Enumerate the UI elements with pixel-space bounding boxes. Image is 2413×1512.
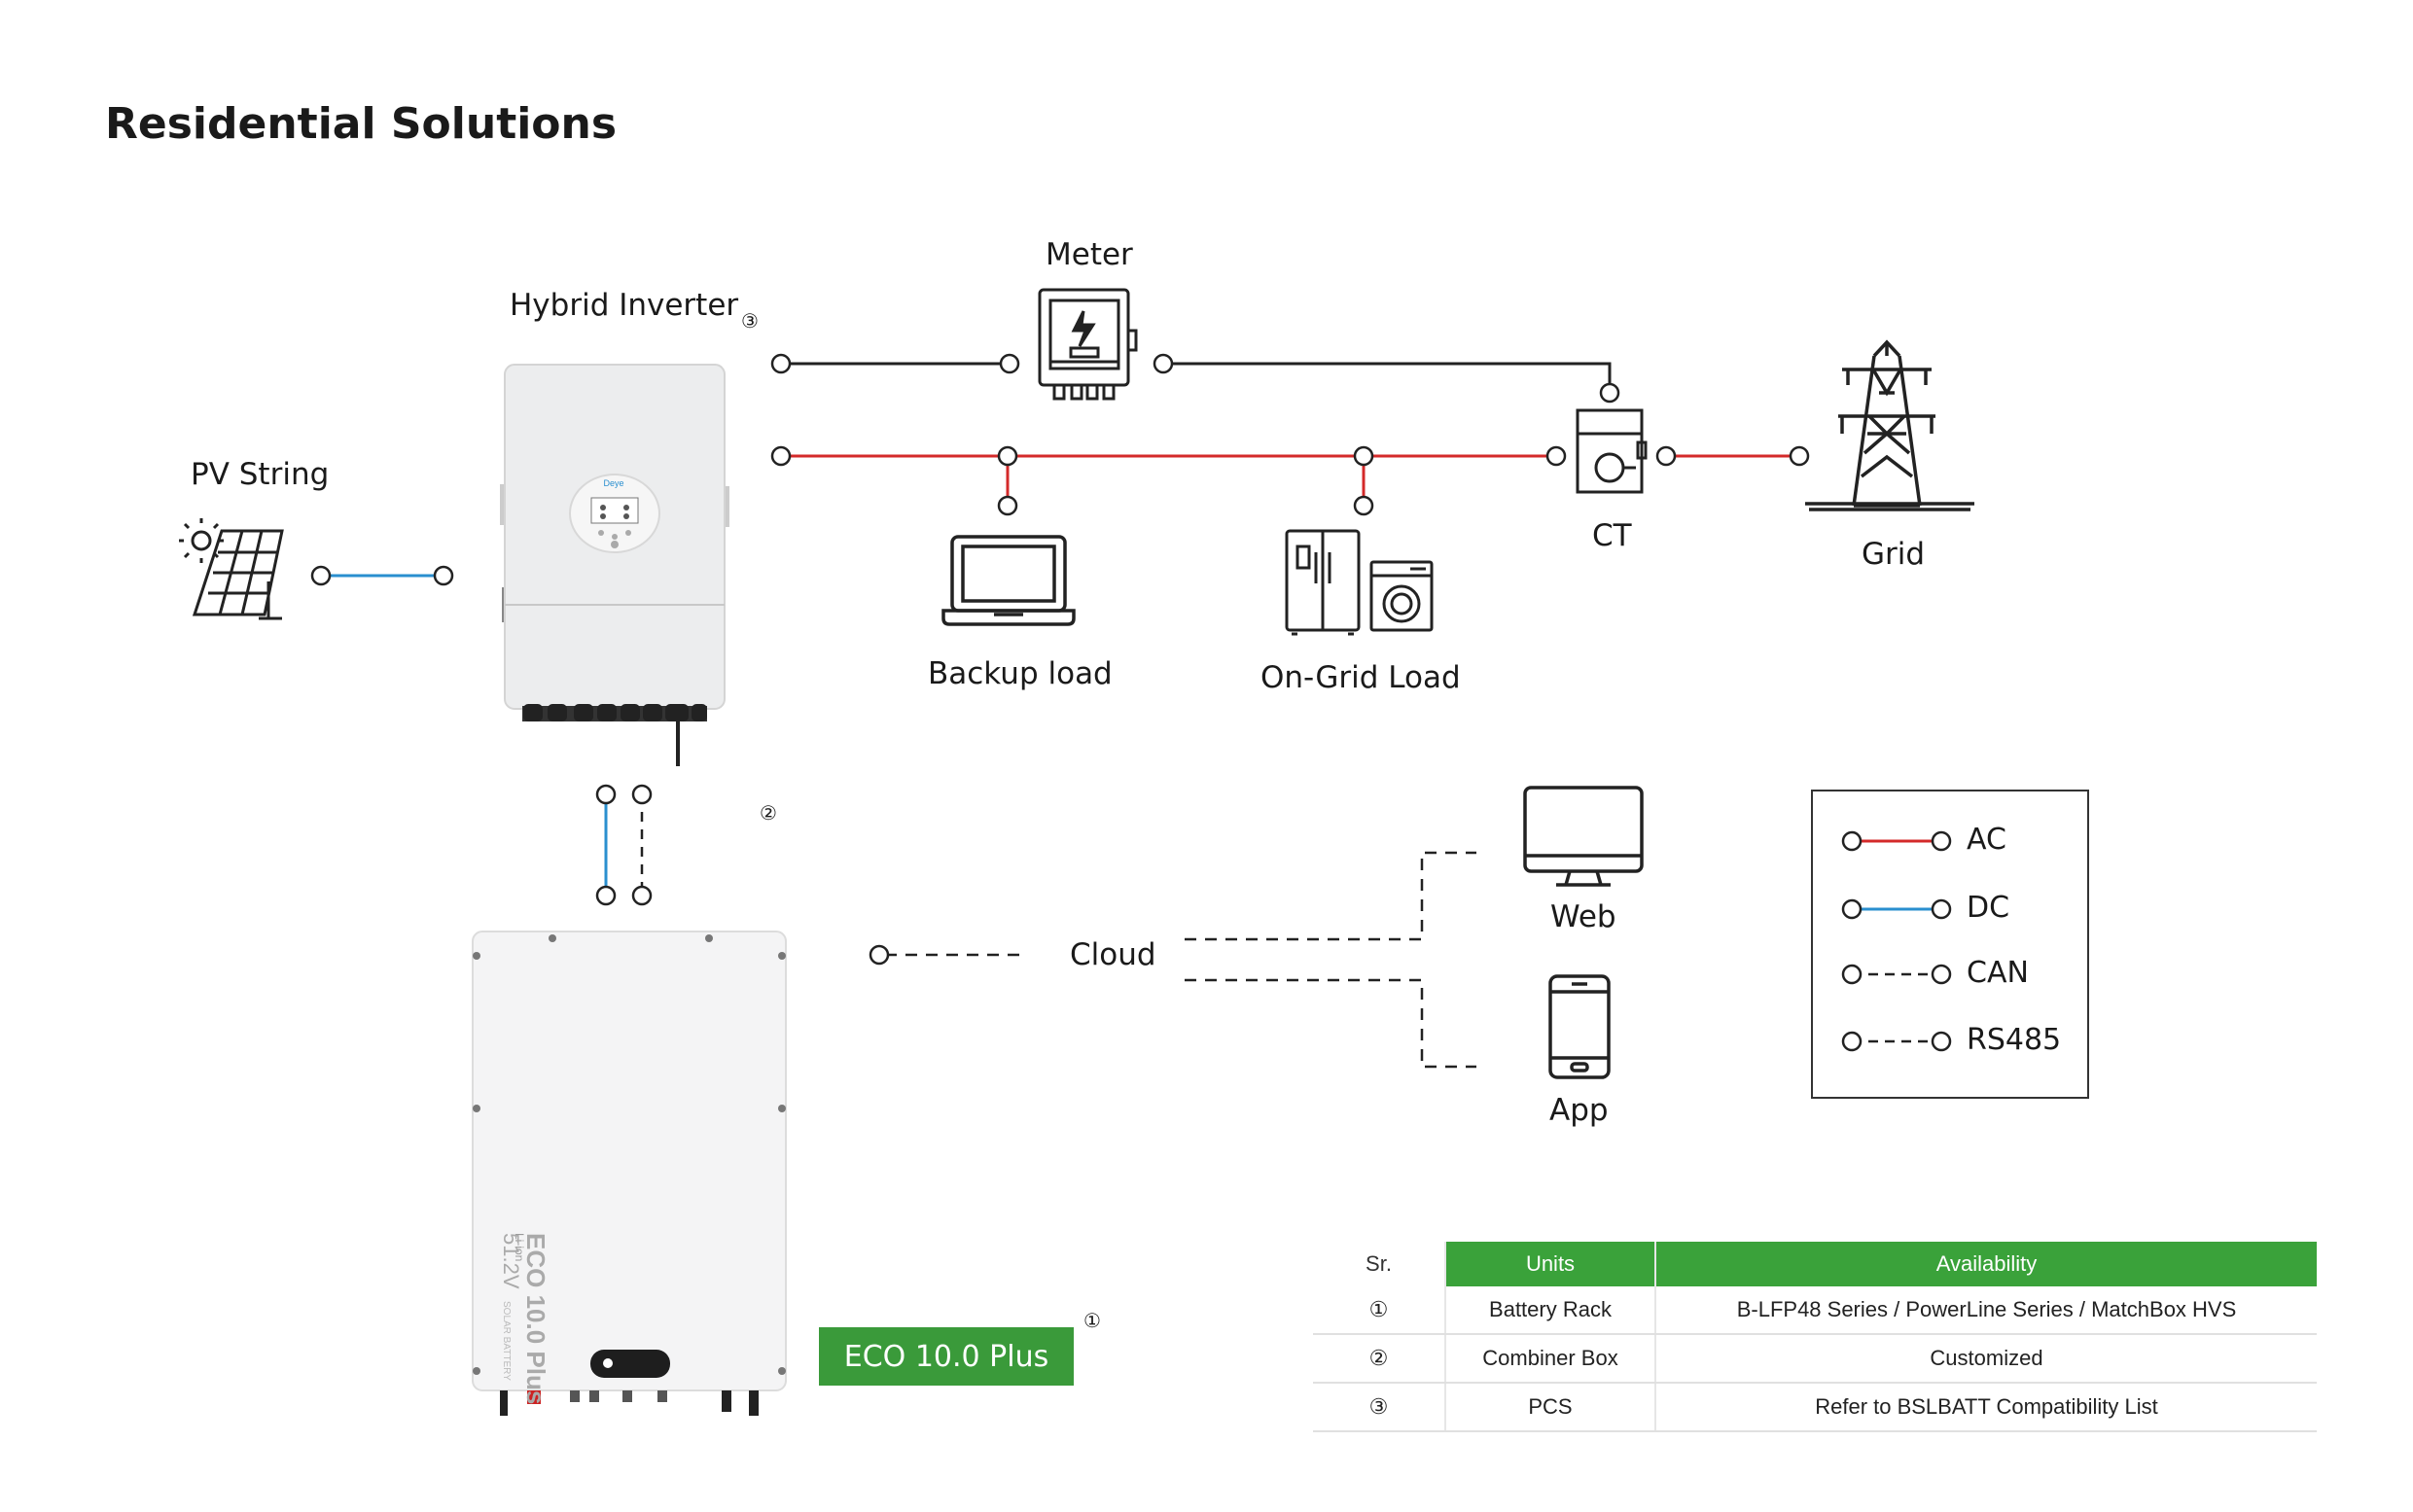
ac-line-nodes <box>770 445 1810 516</box>
legend-can-label: CAN <box>1967 956 2029 990</box>
battery-model-badge: ECO 10.0 Plus <box>819 1327 1074 1386</box>
marker-3: ③ <box>741 309 759 333</box>
ct-icon <box>1576 408 1648 494</box>
smartphone-icon <box>1548 974 1611 1079</box>
laptop-icon <box>941 535 1076 626</box>
backup-load-label: Backup load <box>928 656 1113 691</box>
header-availability: Availability <box>1655 1242 2317 1286</box>
row-availability: B-LFP48 Series / PowerLine Series / Matc… <box>1655 1286 2317 1335</box>
web-label: Web <box>1550 899 1616 934</box>
table-row: ① Battery Rack B-LFP48 Series / PowerLin… <box>1313 1286 2317 1335</box>
solar-panel-icon <box>179 518 284 620</box>
svg-text:Li-ion: Li-ion <box>513 1233 526 1261</box>
row-availability: Refer to BSLBATT Compatibility List <box>1655 1383 2317 1432</box>
hybrid-inverter-label: Hybrid Inverter <box>510 288 739 323</box>
legend-ac-line <box>1841 830 1952 852</box>
row-availability: Customized <box>1655 1334 2317 1384</box>
page-title: Residential Solutions <box>105 99 618 149</box>
legend-box <box>1811 790 2089 1099</box>
header-sr: Sr. <box>1313 1242 1446 1286</box>
legend-ac-label: AC <box>1967 823 2006 857</box>
legend-rs485-line <box>1841 1031 1952 1052</box>
battery-links <box>595 784 653 906</box>
monitor-icon <box>1523 786 1644 887</box>
meter-icon <box>1038 288 1138 401</box>
grid-label: Grid <box>1862 537 1926 572</box>
svg-text:ECO 10.0 Plus: ECO 10.0 Plus <box>521 1233 550 1404</box>
legend-rs485-label: RS485 <box>1967 1023 2062 1057</box>
row-units: Battery Rack <box>1445 1286 1656 1335</box>
cloud-label: Cloud <box>1070 937 1156 972</box>
meter-line <box>781 362 1612 393</box>
pv-dc-line <box>310 565 454 586</box>
meter-line-nodes <box>770 353 1620 404</box>
units-table: Sr. Units Availability ① Battery Rack B-… <box>1313 1242 2317 1432</box>
transmission-tower-icon <box>1805 339 1974 511</box>
battery-image: Li-ion ECO 10.0 Plus 51.2V SOLAR BATTERY <box>472 931 787 1416</box>
legend-dc-label: DC <box>1967 891 2010 925</box>
row-units: Combiner Box <box>1445 1334 1656 1384</box>
row-sr: ② <box>1313 1334 1446 1384</box>
app-label: App <box>1549 1093 1609 1128</box>
cloud-links <box>885 851 1476 1069</box>
legend-dc-line <box>1841 898 1952 920</box>
svg-text:Deye: Deye <box>603 478 623 488</box>
legend-can-line <box>1841 964 1952 985</box>
row-sr: ① <box>1313 1286 1446 1335</box>
appliances-icon <box>1285 529 1434 636</box>
pv-string-label: PV String <box>191 457 330 492</box>
table-row: ② Combiner Box Customized <box>1313 1334 2317 1384</box>
row-units: PCS <box>1445 1383 1656 1432</box>
svg-text:SOLAR BATTERY: SOLAR BATTERY <box>501 1301 512 1381</box>
ac-line <box>781 454 1799 506</box>
hybrid-inverter-image: Deye <box>500 364 729 766</box>
table-row: ③ PCS Refer to BSLBATT Compatibility Lis… <box>1313 1383 2317 1432</box>
header-units: Units <box>1445 1242 1656 1286</box>
ct-label: CT <box>1592 518 1632 553</box>
marker-1: ① <box>1083 1309 1101 1332</box>
marker-2: ② <box>760 801 777 825</box>
svg-text:51.2V: 51.2V <box>499 1233 523 1289</box>
on-grid-load-label: On-Grid Load <box>1260 660 1461 695</box>
meter-label: Meter <box>1046 237 1133 272</box>
row-sr: ③ <box>1313 1383 1446 1432</box>
table-header-row: Sr. Units Availability <box>1313 1242 2317 1286</box>
